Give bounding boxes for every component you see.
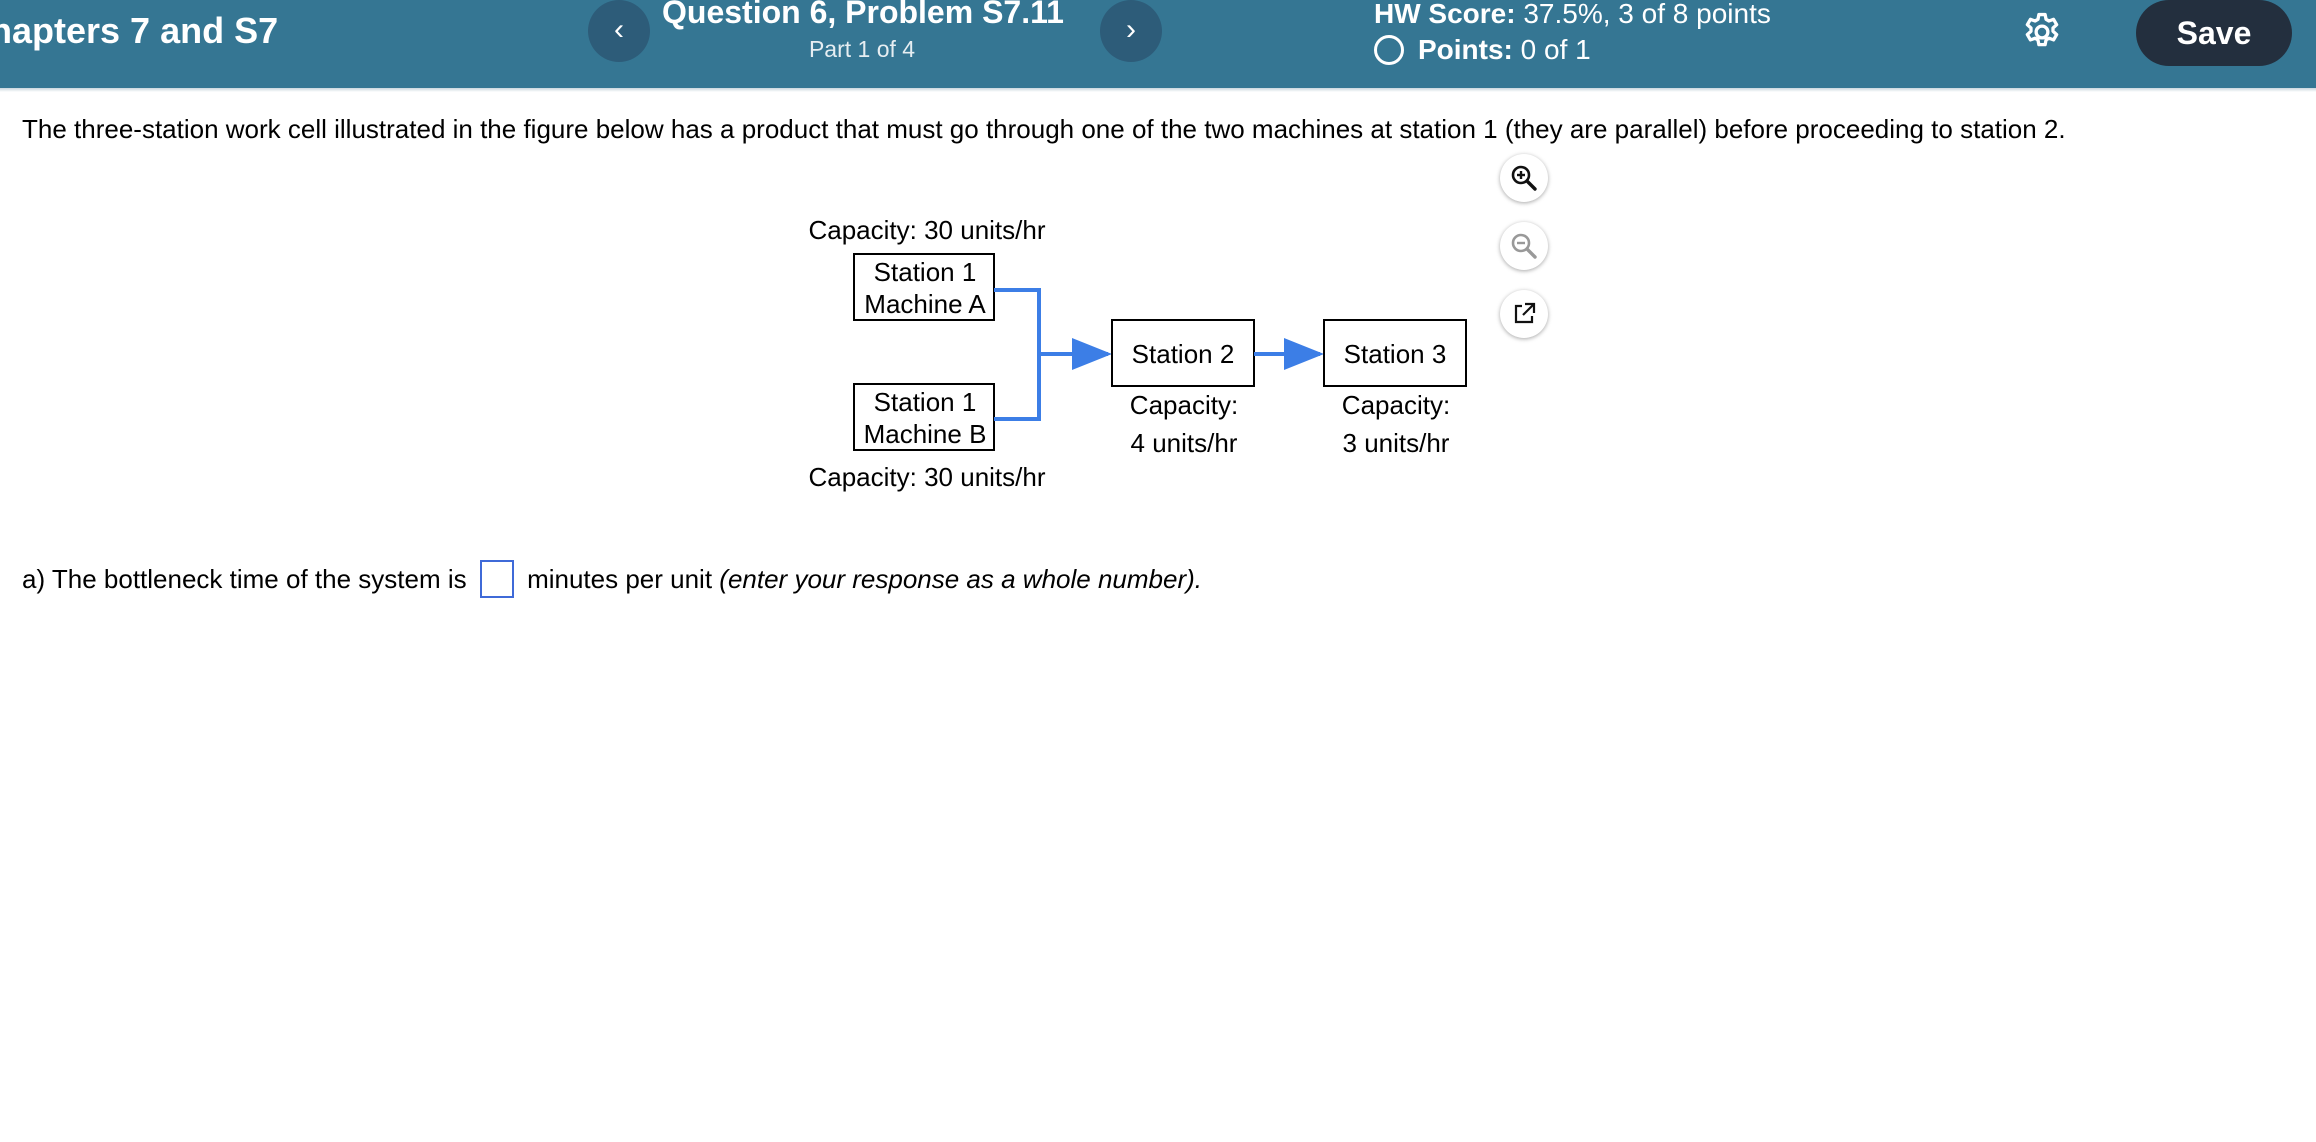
question-points: Points: 0 of 1 <box>1374 34 1591 66</box>
station-3-capacity-label: Capacity: <box>1342 390 1450 420</box>
machine-b-box <box>853 383 995 451</box>
assignment-title: hapters 7 and S7 <box>0 10 279 51</box>
previous-question-button[interactable]: ‹ <box>588 0 650 62</box>
question-a-prefix: a) The bottleneck time of the system is <box>22 564 467 594</box>
bottleneck-time-answer-input[interactable] <box>479 560 514 598</box>
external-link-icon <box>1514 302 1536 324</box>
hw-score-label: HW Score: <box>1374 0 1516 29</box>
problem-statement: The three-station work cell illustrated … <box>22 114 2066 144</box>
zoom-in-icon <box>1511 165 1537 191</box>
zoom-out-icon <box>1511 233 1537 259</box>
station-3-box <box>1323 319 1467 387</box>
top-bar: hapters 7 and S7 ‹ Question 6, Problem S… <box>0 0 2316 92</box>
machine-a-line2: Machine A <box>864 289 986 319</box>
question-title: Question 6, Problem S7.11 <box>662 0 1064 30</box>
machine-b-line2: Machine B <box>864 419 987 449</box>
zoom-in-button[interactable] <box>1500 154 1548 202</box>
question-part: Part 1 of 4 <box>808 36 916 62</box>
question-a-hint: (enter your response as a whole number). <box>719 564 1202 594</box>
question-a-suffix: minutes per unit <box>527 564 713 594</box>
question-a: a) The bottleneck time of the system is … <box>22 560 1202 598</box>
station-2-capacity-value: 4 units/hr <box>1131 428 1238 458</box>
station-2-capacity-label: Capacity: <box>1130 390 1238 420</box>
machine-b-capacity: Capacity: 30 units/hr <box>808 462 1045 492</box>
points-value: 0 of 1 <box>1520 34 1591 65</box>
zoom-out-button[interactable] <box>1500 222 1548 270</box>
save-button[interactable]: Save <box>2136 0 2292 66</box>
popout-button[interactable] <box>1500 290 1548 338</box>
hw-score-value: 37.5%, 3 of 8 points <box>1523 0 1771 29</box>
station-3-capacity-value: 3 units/hr <box>1343 428 1450 458</box>
next-question-button[interactable]: › <box>1100 0 1162 62</box>
machine-a-capacity: Capacity: 30 units/hr <box>808 215 1045 245</box>
header-shadow <box>0 88 2316 92</box>
machine-a-box <box>853 253 995 321</box>
points-status-icon <box>1374 35 1404 65</box>
machine-a-line1: Station 1 <box>874 257 977 287</box>
gear-icon[interactable] <box>2020 10 2064 54</box>
points-label: Points: <box>1418 34 1513 65</box>
station-2-label: Station 2 <box>1132 339 1235 369</box>
merge-connector <box>994 288 1041 421</box>
machine-b-line1: Station 1 <box>874 387 977 417</box>
station-3-label: Station 3 <box>1344 339 1447 369</box>
hw-score: HW Score: 37.5%, 3 of 8 points <box>1374 0 1771 30</box>
